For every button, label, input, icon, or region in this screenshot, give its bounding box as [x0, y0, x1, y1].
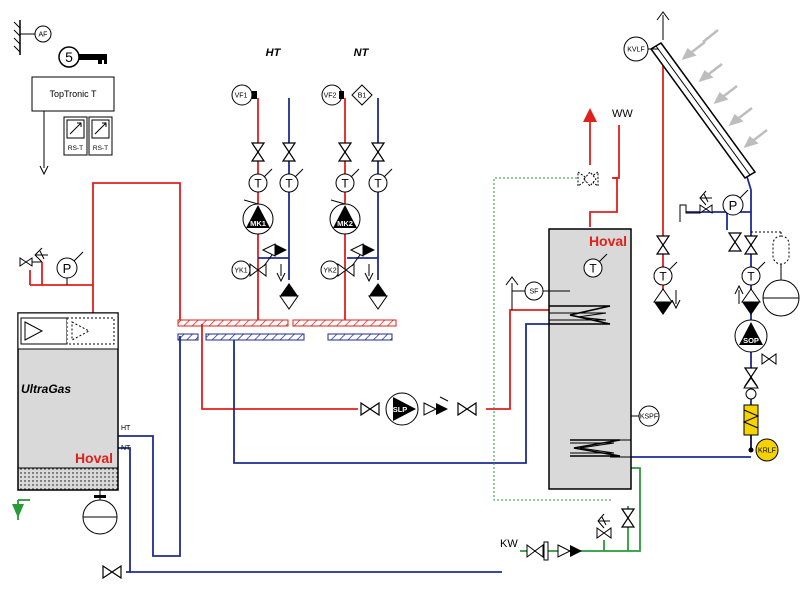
mk2-label: MK2 — [337, 219, 353, 228]
cold-water-inlet: KW — [500, 508, 635, 561]
mk1-label: MK1 — [250, 219, 266, 228]
af-label: AF — [39, 32, 48, 39]
control-dotted-line — [493, 177, 612, 501]
yk2-label: YK2 — [323, 268, 336, 275]
room-sensor-right: RS-T — [88, 116, 113, 156]
boiler-ultragas: UltraGas Hoval HT NT — [12, 312, 131, 520]
vf2-label: VF2 — [324, 93, 337, 100]
ht-temp-gauge-return: T — [285, 177, 293, 191]
sf-label: SF — [530, 289, 539, 296]
controller-number: 5 — [65, 49, 73, 65]
distributor-ht-flow — [177, 319, 397, 327]
solar-pressure-gauge: P — [729, 198, 738, 213]
drain-valve-boiler — [102, 565, 122, 579]
solar-return-temp-gauge: T — [747, 270, 755, 284]
kspf-label: KSPF — [640, 414, 658, 421]
controller-toptronic: TopTronic T RS-T RS-T — [31, 76, 115, 176]
storage-brand-logo: Hoval — [589, 233, 627, 249]
safety-group-left: P — [19, 247, 84, 285]
expansion-vessel-boiler — [82, 490, 118, 535]
hot-water-outlet: WW — [577, 108, 633, 187]
boiler-port-ht: HT — [121, 425, 131, 432]
solar-flow-temp-gauge: T — [659, 270, 667, 284]
vf1-label: VF1 — [235, 93, 248, 100]
slp-label: SLP — [393, 405, 408, 414]
pressure-gauge-left: P — [63, 261, 72, 276]
storage-tank: Hoval T KSPF — [548, 228, 660, 490]
boiler-brand-logo: Hoval — [75, 450, 113, 466]
key-icon — [79, 54, 107, 64]
b1-label: B1 — [358, 93, 367, 100]
solar-flow-line: T — [653, 235, 681, 315]
rs-t-right: RS-T — [93, 145, 108, 152]
storage-temp-gauge: T — [589, 262, 597, 276]
controller-badge: 5 — [58, 46, 107, 68]
nt-title: NT — [354, 47, 370, 59]
distributor-return — [177, 333, 393, 341]
sop-label: SOP — [743, 336, 759, 345]
nt-circuit: VF2 B1 T T MK2 YK2 — [320, 84, 393, 310]
boiler-name: UltraGas — [21, 382, 71, 396]
ht-circuit: VF1 T T MK1 YK1 — [231, 84, 304, 310]
boiler-port-nt: NT — [121, 445, 131, 452]
sf-sensor: SF — [505, 276, 570, 310]
ht-title: HT — [266, 47, 282, 59]
sunlight-arrows — [681, 29, 768, 149]
ww-label: WW — [612, 108, 633, 120]
nt-temp-gauge-return: T — [374, 177, 382, 191]
ht-temp-gauge-flow: T — [254, 177, 262, 191]
solar-return-group: P T SOP KRLF — [679, 189, 800, 462]
room-sensor-left: RS-T — [63, 116, 88, 156]
kvlf-label: KVLF — [627, 47, 645, 54]
outdoor-sensor: AF — [13, 20, 52, 55]
solar-collector: KVLF — [623, 11, 768, 179]
flow-pipes — [30, 55, 664, 410]
nt-temp-gauge-flow: T — [341, 177, 349, 191]
controller-name: TopTronic T — [49, 89, 97, 99]
yk1-label: YK1 — [234, 268, 247, 275]
krlf-label: KRLF — [758, 448, 776, 455]
storage-charging-line: SLP — [360, 392, 477, 426]
kw-label: KW — [500, 538, 518, 550]
rs-t-left: RS-T — [68, 145, 83, 152]
